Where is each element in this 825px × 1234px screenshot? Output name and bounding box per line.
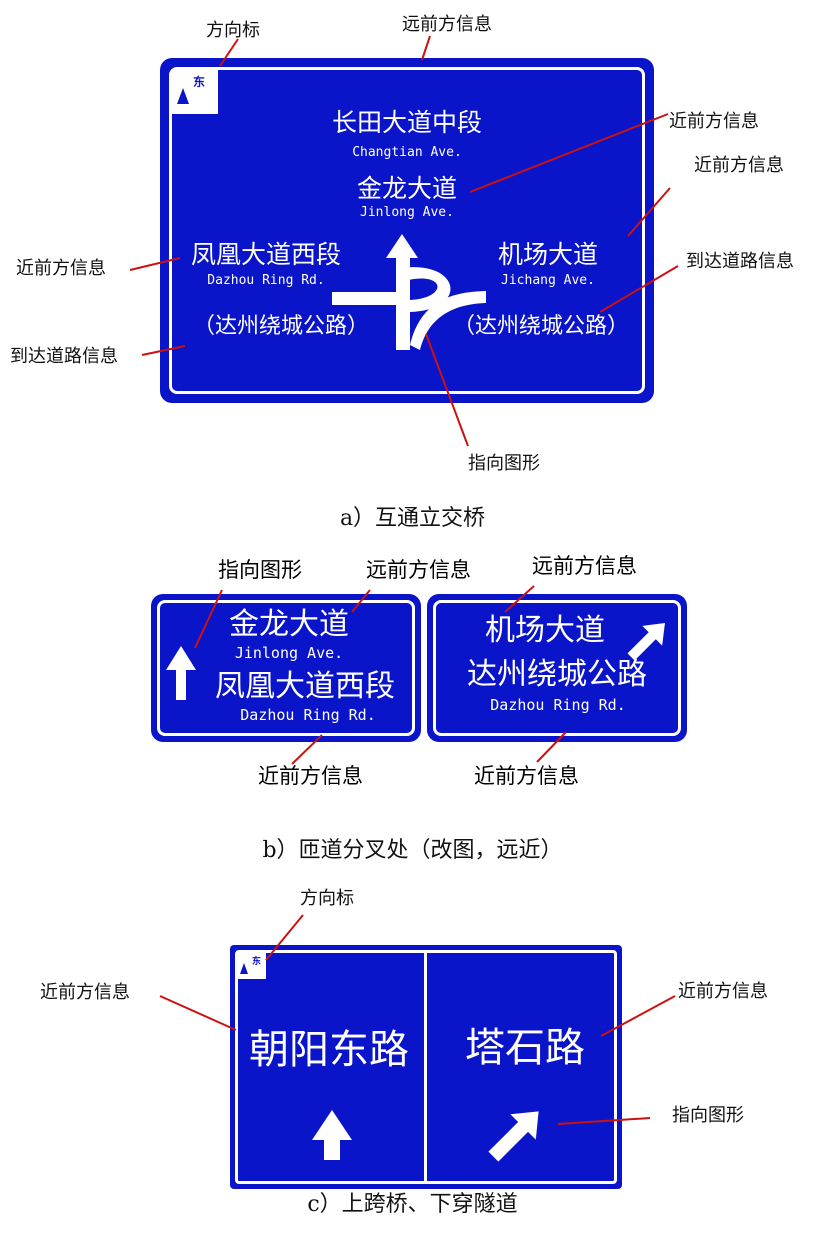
diagonal-arrow-b xyxy=(627,623,665,661)
label-pointer-graphic: 指向图形 xyxy=(468,453,540,474)
b-left-near-english: Dazhou Ring Rd. xyxy=(240,706,376,724)
right-arrival-road: （达州绕城公路） xyxy=(452,314,629,339)
b-label-pointer-graphic: 指向图形 xyxy=(218,558,302,582)
b-left-far-name: 金龙大道 xyxy=(229,607,349,642)
label-near-info-2: 近前方信息 xyxy=(694,155,784,176)
direction-mark-box xyxy=(172,70,218,114)
label-arrival-right: 到达道路信息 xyxy=(686,251,794,272)
caption-b: b）匝道分叉处（改图，远近） xyxy=(262,838,563,863)
straight-arrow-b xyxy=(166,646,196,700)
near-road-name: 金龙大道 xyxy=(356,174,457,203)
sign-border xyxy=(157,600,415,736)
b-label-near-info-1: 近前方信息 xyxy=(258,764,363,788)
compass-arrow-a xyxy=(177,88,189,104)
sign-border xyxy=(169,67,645,394)
right-road-english: Jichang Ave. xyxy=(501,273,595,288)
b-left-near-name: 凤凰大道西段 xyxy=(215,669,395,704)
diagonal-arrow-c xyxy=(488,1111,539,1162)
c-label-direction-mark: 方向标 xyxy=(300,888,354,909)
left-road-name: 凤凰大道西段 xyxy=(190,240,341,269)
caption-a: a）互通立交桥 xyxy=(339,506,486,531)
b-label-far-info-2: 远前方信息 xyxy=(532,554,637,578)
left-road-english: Dazhou Ring Rd. xyxy=(207,273,325,288)
label-near-info-1: 近前方信息 xyxy=(669,111,759,132)
far-road-english: Changtian Ave. xyxy=(352,145,462,160)
compass-text-c: 东 xyxy=(252,957,262,967)
label-far-info: 远前方信息 xyxy=(402,14,492,35)
c-right-road-name: 塔石路 xyxy=(465,1025,585,1071)
label-direction-mark: 方向标 xyxy=(206,20,260,41)
far-road-name: 长田大道中段 xyxy=(331,108,482,137)
b-right-near-english: Dazhou Ring Rd. xyxy=(490,696,626,714)
straight-arrow-c xyxy=(312,1110,352,1160)
caption-c: c）上跨桥、下穿隧道 xyxy=(307,1192,518,1217)
c-left-road-name: 朝阳东路 xyxy=(249,1027,409,1073)
overpass-divider xyxy=(424,950,427,1184)
near-road-english: Jinlong Ave. xyxy=(360,205,454,220)
label-near-info-left: 近前方信息 xyxy=(16,258,106,279)
direction-mark-box-c xyxy=(236,951,266,979)
compass-text: 东 xyxy=(193,75,206,89)
b-right-near-name: 达州绕城公路 xyxy=(467,657,647,692)
label-arrival-left: 到达道路信息 xyxy=(10,346,118,367)
ramp-sign-left xyxy=(151,594,421,742)
b-right-far-name: 机场大道 xyxy=(485,613,605,648)
c-label-near-info-right: 近前方信息 xyxy=(678,981,768,1002)
b-left-far-english: Jinlong Ave. xyxy=(234,644,344,662)
sign-border xyxy=(433,600,681,736)
right-road-name: 机场大道 xyxy=(497,240,598,269)
c-label-near-info-left: 近前方信息 xyxy=(40,982,130,1003)
b-label-far-info-1: 远前方信息 xyxy=(366,558,471,582)
left-arrival-road: （达州绕城公路） xyxy=(192,314,369,339)
compass-arrow-c xyxy=(240,963,248,974)
c-label-pointer-graphic: 指向图形 xyxy=(672,1105,744,1126)
ramp-sign-right xyxy=(427,594,687,742)
b-label-near-info-2: 近前方信息 xyxy=(474,764,579,788)
